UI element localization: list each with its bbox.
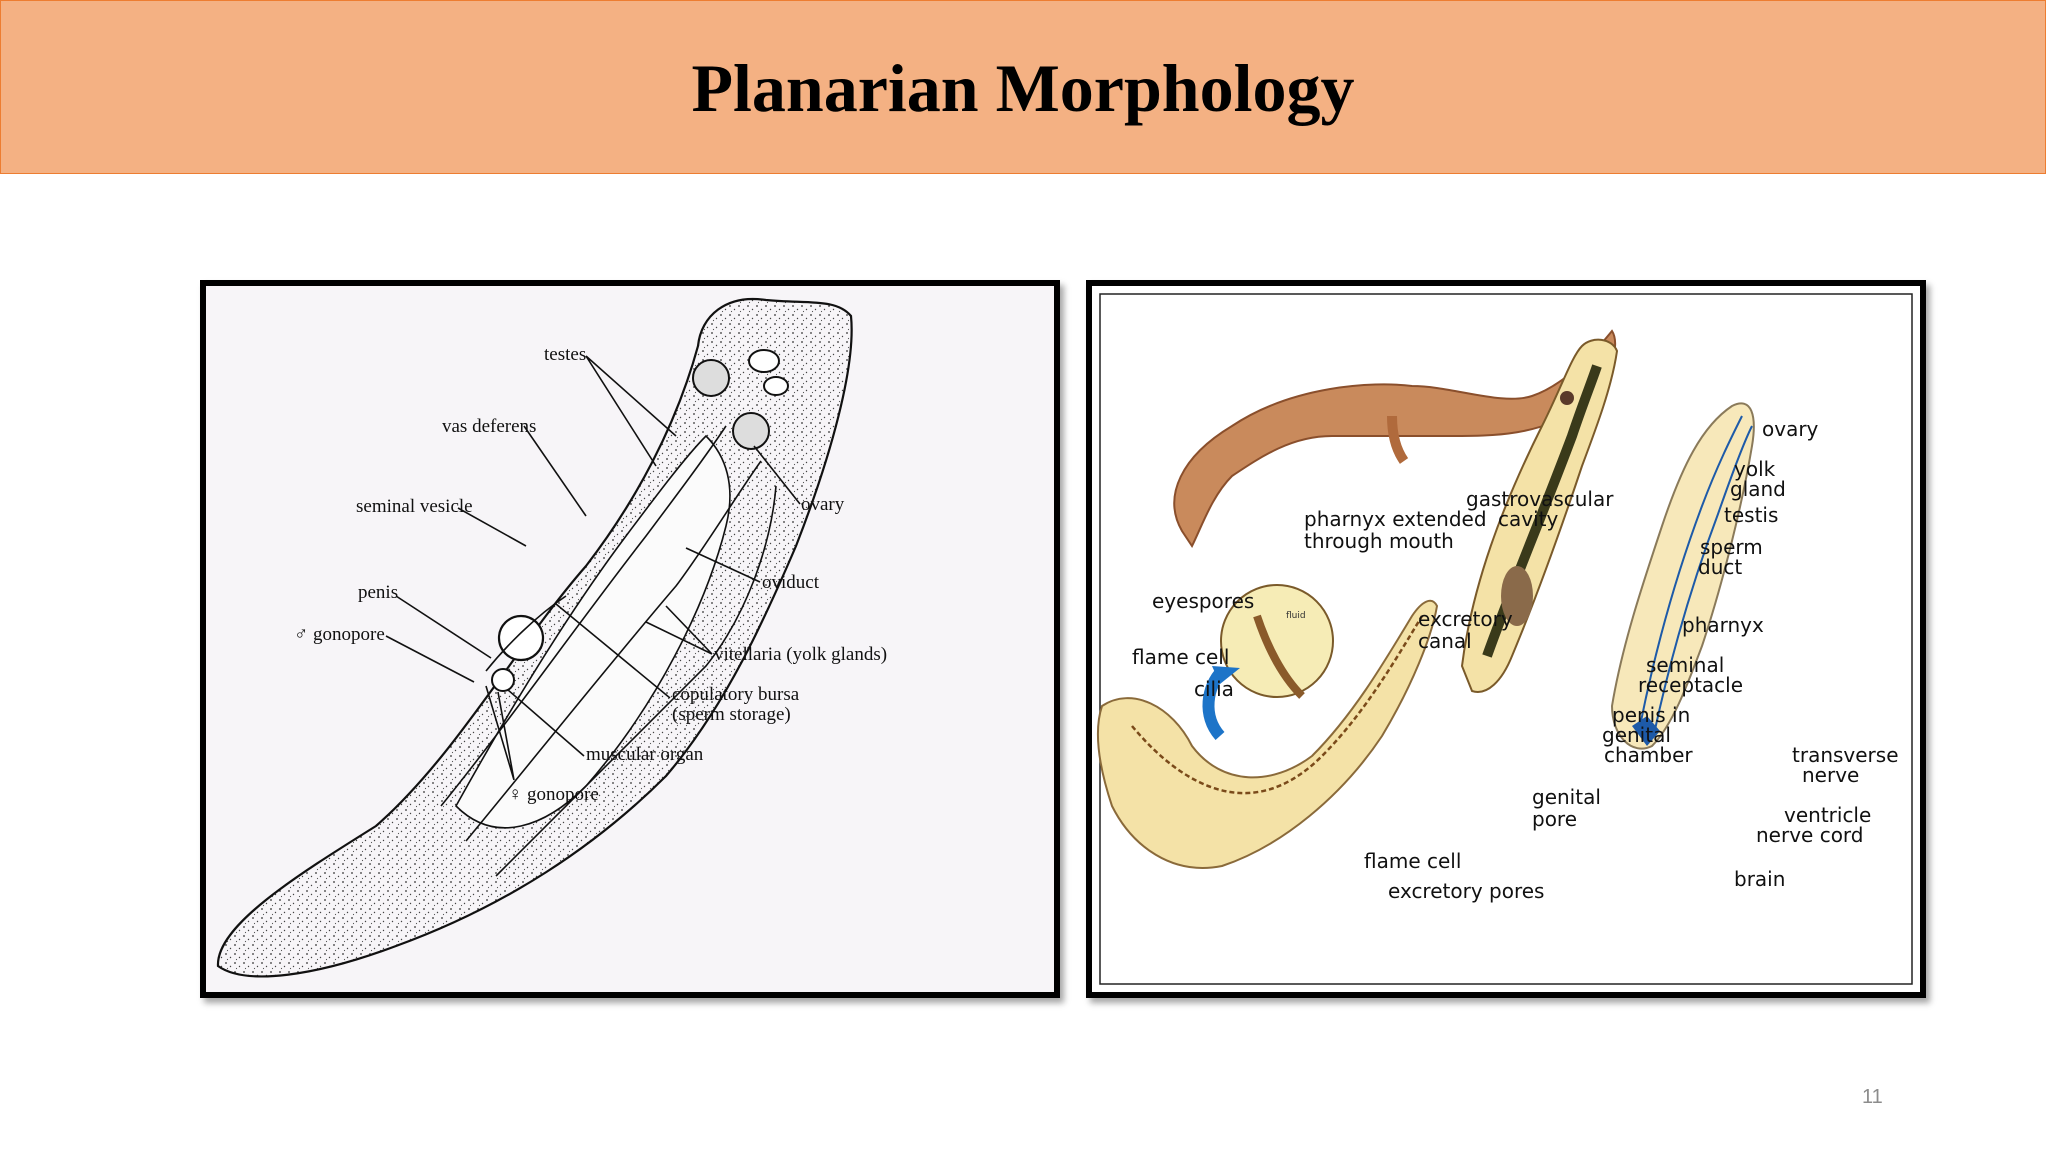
label-penis-3: chamber bbox=[1604, 743, 1693, 767]
label-testes: testes bbox=[544, 344, 586, 365]
flame-cell-tube bbox=[1253, 614, 1305, 699]
fluid-label: fluid bbox=[1286, 611, 1306, 621]
label-pharnyx-2: through mouth bbox=[1304, 529, 1454, 553]
label-sperm-storage: (sperm storage) bbox=[672, 704, 791, 725]
ovary-dot bbox=[1560, 391, 1574, 405]
label-flame-cell-bottom: flame cell bbox=[1364, 849, 1461, 873]
label-vas-deferens: vas deferens bbox=[442, 416, 536, 437]
label-oviduct: oviduct bbox=[762, 572, 820, 593]
eyespot-shape bbox=[748, 349, 780, 373]
label-sperm-1: sperm bbox=[1700, 535, 1763, 559]
leader-ovary bbox=[753, 445, 801, 505]
label-testis: testis bbox=[1724, 503, 1778, 527]
label-pharnyx-1: pharnyx extended bbox=[1304, 507, 1487, 531]
label-transverse-2: nerve bbox=[1802, 763, 1859, 787]
leader-oviduct bbox=[685, 547, 761, 583]
label-seminal-1: seminal bbox=[1646, 653, 1724, 677]
leader-vas-deferens bbox=[523, 425, 587, 517]
ovary-circle bbox=[732, 412, 770, 450]
label-ovary: ovary bbox=[1762, 417, 1819, 441]
pharynx-shape bbox=[1501, 566, 1533, 626]
label-genital-2: pore bbox=[1532, 807, 1577, 831]
leader-penis bbox=[395, 595, 492, 659]
label-excretory-pores: excretory pores bbox=[1388, 879, 1544, 903]
ventral-nerve-cord bbox=[1639, 415, 1743, 727]
leader-testes bbox=[585, 355, 677, 467]
ventral-nerve-cord bbox=[1653, 425, 1753, 735]
label-ventricle-1: ventricle bbox=[1784, 803, 1871, 827]
label-yolk-2: gland bbox=[1730, 477, 1786, 501]
leader-muscular-organ bbox=[507, 689, 585, 757]
anatomy-diagram: fluid pharnyx extended through mouth gas… bbox=[1086, 280, 1926, 998]
label-brain: brain bbox=[1734, 867, 1785, 891]
duct-line bbox=[485, 595, 567, 672]
slide-title: Planarian Morphology bbox=[691, 50, 1355, 126]
label-ventricle-2: nerve cord bbox=[1756, 823, 1864, 847]
label-yolk-1: yolk bbox=[1734, 457, 1776, 481]
title-bar: Planarian Morphology bbox=[0, 0, 2046, 174]
testes-strand bbox=[465, 460, 762, 842]
oviduct-strand bbox=[495, 485, 777, 877]
brain-shape bbox=[1632, 716, 1660, 746]
muscular-organ-shape bbox=[491, 668, 515, 692]
label-transverse-1: transverse bbox=[1792, 743, 1899, 767]
flame-cell-detail-circle bbox=[1220, 584, 1334, 698]
label-gastro-1: gastrovascular bbox=[1466, 487, 1614, 511]
label-male-gonopore: ♂ gonopore bbox=[294, 624, 385, 645]
extended-pharynx bbox=[1387, 415, 1409, 464]
label-seminal-2: receptacle bbox=[1638, 673, 1743, 697]
reproductive-system-diagram: testes vas deferens seminal vesicle peni… bbox=[200, 280, 1060, 998]
worm-excretory-system bbox=[1096, 599, 1439, 869]
label-excretory-1: excretory bbox=[1418, 607, 1513, 631]
worm-nervous-system bbox=[1610, 402, 1755, 750]
label-ovary: ovary bbox=[801, 494, 845, 515]
reproductive-diagram-svg: testes vas deferens seminal vesicle peni… bbox=[206, 286, 1054, 992]
penis-bulb bbox=[497, 614, 545, 662]
label-cilia: cilia bbox=[1194, 677, 1234, 701]
leader-female-gonopore bbox=[485, 685, 515, 781]
label-flame-cell-top: flame cell bbox=[1132, 645, 1229, 669]
label-penis-2: genital bbox=[1602, 723, 1671, 747]
label-seminal-vesicle: seminal vesicle bbox=[356, 496, 473, 517]
label-penis: penis bbox=[358, 582, 398, 603]
leader-male-gonopore bbox=[385, 635, 475, 683]
label-female-gonopore: ♀ gonopore bbox=[508, 784, 599, 805]
leader-seminal-vesicle bbox=[457, 507, 527, 547]
excretory-canal bbox=[1131, 615, 1424, 795]
label-muscular-organ: muscular organ bbox=[586, 744, 704, 765]
testes-strand bbox=[440, 425, 727, 807]
label-excretory-2: canal bbox=[1418, 629, 1472, 653]
label-copulatory-bursa: copulatory bursa bbox=[672, 684, 800, 705]
leader-copulatory-bursa bbox=[555, 603, 671, 699]
label-vitellaria: vitellaria (yolk glands) bbox=[714, 644, 887, 665]
page-number: 11 bbox=[1862, 1086, 1883, 1108]
label-pharnyx: pharnyx bbox=[1682, 613, 1764, 637]
anatomy-diagram-svg: fluid pharnyx extended through mouth gas… bbox=[1096, 293, 1913, 985]
leader-vitellaria bbox=[645, 605, 713, 655]
ovary-circle bbox=[692, 359, 730, 397]
label-gastro-2: cavity bbox=[1498, 507, 1558, 531]
label-penis-1: penis in bbox=[1612, 703, 1690, 727]
label-genital-1: genital bbox=[1532, 785, 1601, 809]
eyespot-shape bbox=[763, 376, 789, 396]
label-sperm-2: duct bbox=[1698, 555, 1742, 579]
label-eyespores: eyespores bbox=[1152, 589, 1254, 613]
blue-arrow-head bbox=[1212, 666, 1240, 684]
